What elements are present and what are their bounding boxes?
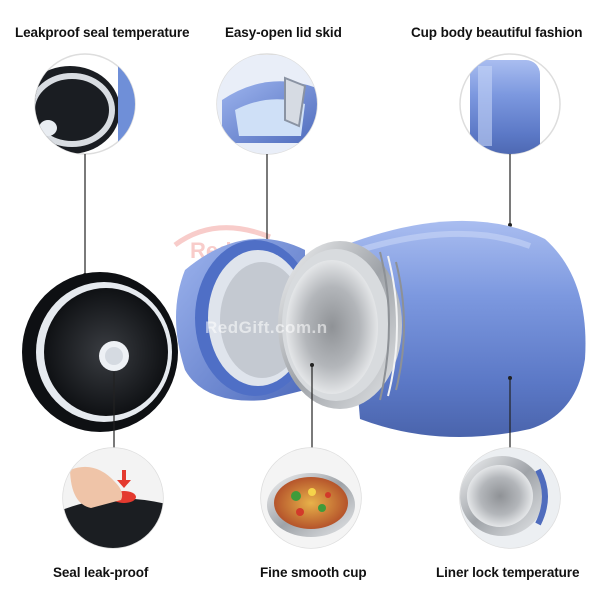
liner-detail-circle [459, 447, 561, 549]
connector-dot-right-bottom [508, 376, 512, 380]
feature-label-cup-body: Cup body beautiful fashion [411, 25, 583, 40]
feature-label-fine-smooth-cup: Fine smooth cup [260, 565, 367, 580]
feature-label-seal-leak-proof: Seal leak-proof [53, 565, 149, 580]
connector-dot-center-bottom [310, 363, 314, 367]
watermark-text: RedGift.com.n [205, 318, 328, 337]
feature-label-liner-lock: Liner lock temperature [436, 565, 580, 580]
black-lid [22, 272, 178, 432]
feature-label-leakproof-seal: Leakproof seal temperature [15, 25, 190, 40]
food-cup-detail-circle [260, 447, 362, 549]
cup-body-detail-circle [459, 53, 561, 155]
connector-dot-right-top [508, 223, 512, 227]
leakproof-seal-detail-circle [34, 53, 136, 155]
steel-liner-mouth [278, 241, 405, 409]
easy-open-lid-detail-circle [216, 53, 318, 155]
thermos-body [345, 220, 586, 437]
feature-label-easy-open-lid: Easy-open lid skid [225, 25, 342, 40]
seal-button-detail-circle [62, 447, 164, 549]
